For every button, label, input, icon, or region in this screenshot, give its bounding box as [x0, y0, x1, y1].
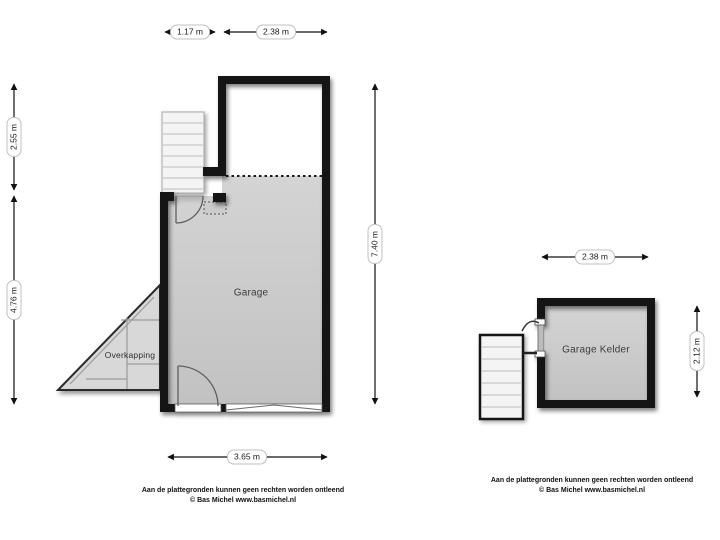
garage-walls [160, 76, 330, 413]
kelder-footer-disclaimer: Aan de plattegronden kunnen geen rechten… [491, 476, 693, 496]
footer-line1: Aan de plattegronden kunnen geen rechten… [141, 487, 345, 494]
garage-room-label: Garage [233, 287, 269, 299]
dim-label-upper-width: 2.38 m [256, 24, 296, 40]
footer-line2: © Bas Michel www.basmichel.nl [538, 487, 646, 494]
garage-floor [168, 176, 322, 404]
canopy-label: Overkapping [104, 350, 156, 360]
dim-label-kelder-height: 2.12 m [689, 331, 705, 371]
dim-label-lower-height: 4.76 m [6, 280, 22, 320]
dim-label-stairs-width: 1.17 m [170, 24, 210, 40]
footer-line1: Aan de plattegronden kunnen geen rechten… [490, 477, 694, 484]
garage-footer-disclaimer: Aan de plattegronden kunnen geen rechten… [142, 486, 344, 506]
dim-label-kelder-width: 2.38 m [575, 249, 615, 265]
dim-label-body-width: 3.65 m [227, 449, 267, 465]
kelder-stairs [478, 333, 525, 421]
garage-stairs [161, 111, 205, 194]
footer-line2: © Bas Michel www.basmichel.nl [189, 497, 297, 504]
garage-kelder-floorplan [478, 298, 655, 421]
dim-label-total-height: 7.40 m [367, 224, 383, 264]
kelder-door [521, 320, 545, 355]
canopy-triangle [55, 282, 161, 391]
dashed-hatch-box [203, 201, 227, 215]
kelder-floor [545, 306, 647, 400]
garage-doors [175, 195, 219, 407]
garage-floorplan [55, 76, 330, 413]
dim-label-upper-height: 2.55 m [6, 117, 22, 157]
kelder-room-label: Garage Kelder [562, 344, 630, 356]
